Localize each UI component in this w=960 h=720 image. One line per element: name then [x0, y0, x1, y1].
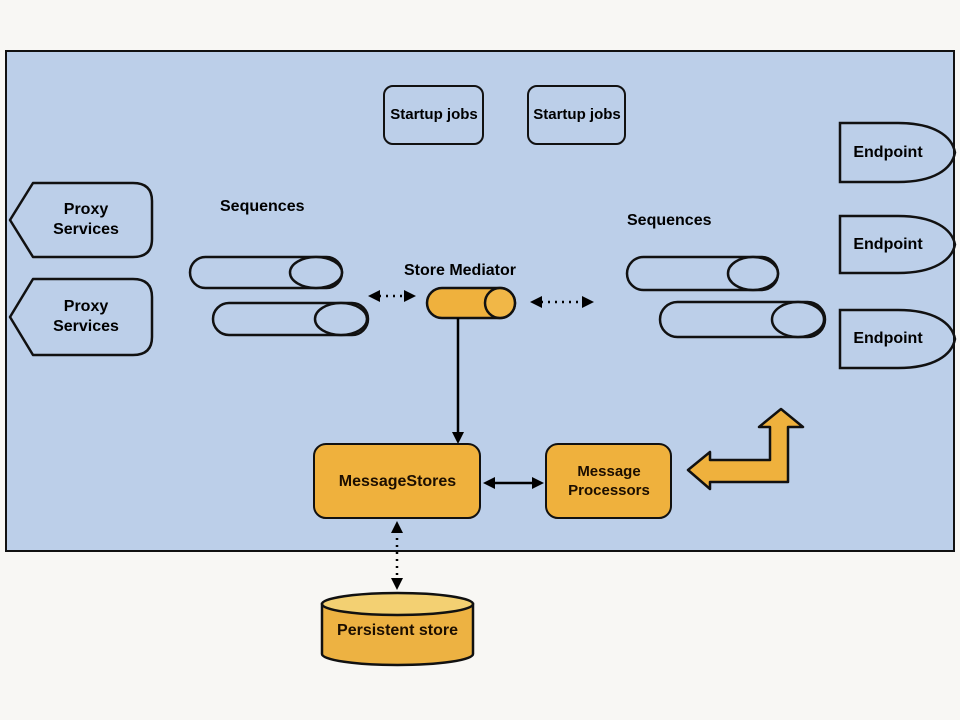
- endpoint-label: Endpoint: [853, 143, 923, 161]
- endpoint-shape-icon: [838, 121, 957, 184]
- sequences-label: Sequences: [627, 212, 712, 229]
- proxy-service-shape-icon: [8, 277, 154, 357]
- stores-processors-arrow: [483, 477, 544, 489]
- startup-jobs-label: Startup jobs: [533, 106, 621, 124]
- elbow-arrow-icon: [686, 407, 805, 491]
- stores-persistent-arrow: [391, 521, 403, 590]
- dotted-arrow-right: [530, 296, 594, 308]
- message-stores-label: MessageStores: [338, 472, 457, 490]
- sequences-label: Sequences: [220, 198, 305, 215]
- endpoint-shape-icon: [838, 308, 957, 370]
- sequence-pill-end-icon: [770, 300, 826, 339]
- persistent-store-cylinder-icon: [320, 591, 475, 667]
- proxy-services-label: Proxy Services: [53, 297, 119, 335]
- startup-jobs-box: [383, 85, 484, 145]
- persistent-store-label: Persistent store: [337, 622, 458, 640]
- mediator-to-stores-arrow: [452, 318, 464, 444]
- endpoint-shape-icon: [838, 214, 957, 275]
- message-processors-box: [545, 443, 672, 519]
- proxy-service-shape-icon: [8, 181, 154, 259]
- message-processors-label: Message Processors: [568, 463, 650, 499]
- store-mediator-label: Store Mediator: [403, 262, 516, 280]
- dotted-arrow-left: [368, 290, 416, 302]
- startup-jobs-box: [527, 85, 626, 145]
- endpoint-label: Endpoint: [853, 330, 923, 348]
- startup-jobs-label: Startup jobs: [390, 106, 478, 124]
- sequence-pill-end-icon: [288, 255, 344, 290]
- proxy-services-label: Proxy Services: [53, 200, 119, 238]
- sequence-pill-end-icon: [313, 301, 369, 337]
- message-stores-box: [313, 443, 481, 519]
- sequence-pill-end-icon: [726, 255, 780, 292]
- store-mediator-cap-icon: [483, 286, 517, 320]
- endpoint-label: Endpoint: [853, 235, 923, 253]
